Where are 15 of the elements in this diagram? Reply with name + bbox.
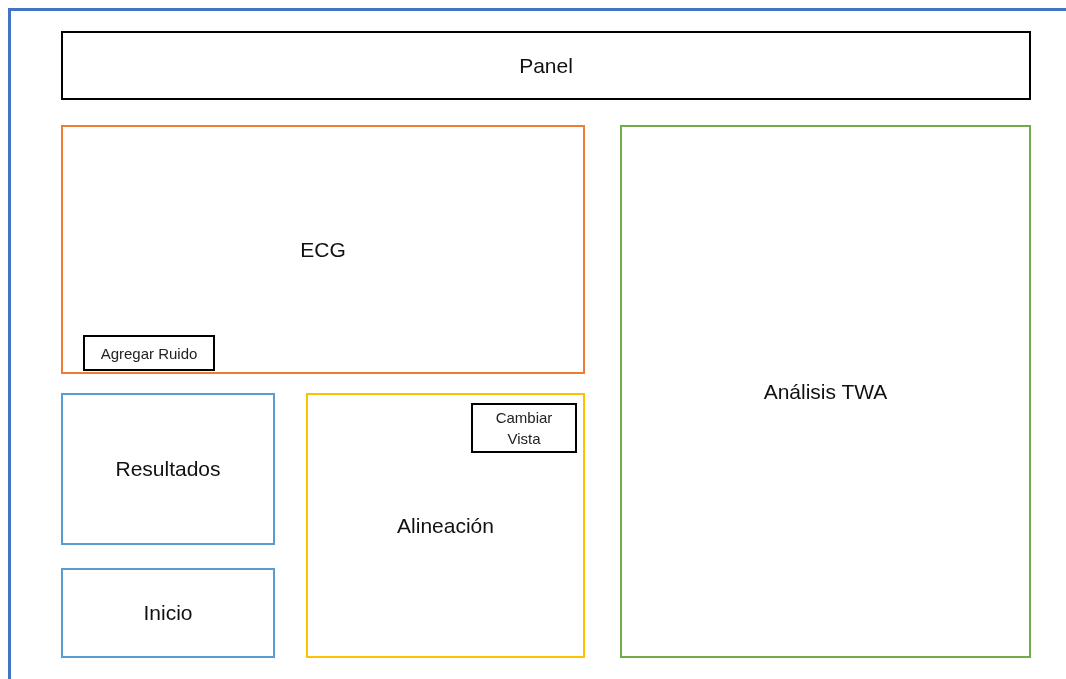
section-title: Alineación <box>397 513 494 538</box>
section-title: ECG <box>300 237 346 262</box>
results-section <box>61 393 275 545</box>
twa-analysis-section <box>620 125 1031 658</box>
section-title: Inicio <box>143 601 193 625</box>
panel-section <box>61 31 1031 100</box>
add-noise-button: Agregar Ruido <box>83 335 215 371</box>
section-title: Resultados <box>115 457 221 481</box>
ecg-section <box>61 125 585 374</box>
section-title: Análisis TWA <box>763 379 888 404</box>
window-frame <box>8 8 1066 679</box>
start-section <box>61 568 275 658</box>
alignment-section <box>306 393 585 658</box>
change-view-button: Cambiar Vista <box>471 403 577 453</box>
section-title: Panel <box>519 53 573 78</box>
